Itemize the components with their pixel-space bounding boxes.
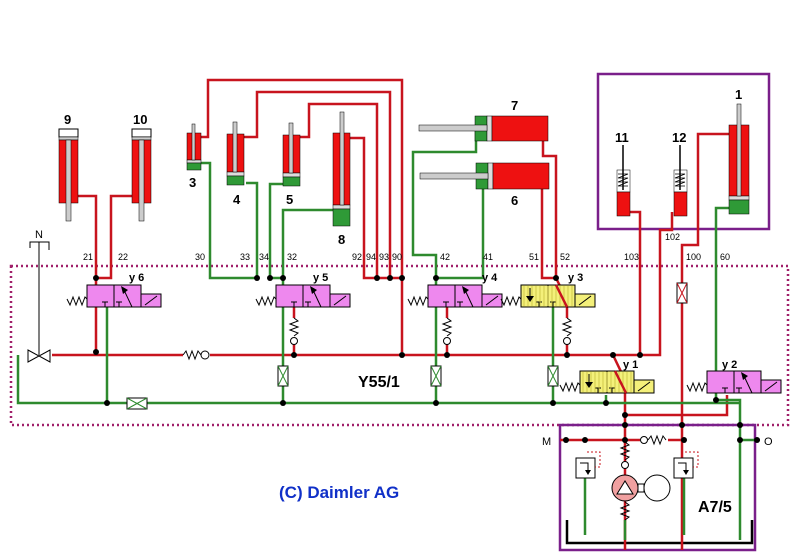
label-cyl-4: 4 (233, 192, 241, 207)
n-line (27, 241, 51, 363)
port-label: 60 (720, 252, 730, 262)
port-label: 100 (686, 252, 701, 262)
valve-y4 (407, 284, 503, 308)
m-label: M (542, 436, 551, 448)
label-cyl-8: 8 (338, 232, 345, 247)
label-cyl-11: 11 (615, 130, 629, 145)
cylinder-5 (282, 122, 301, 187)
label-cyl-10: 10 (133, 112, 147, 127)
cylinder-12 (673, 145, 688, 217)
valve-block-label: Y55/1 (358, 374, 400, 391)
cylinder-4 (226, 121, 245, 186)
port-label: 33 (240, 252, 250, 262)
label-cyl-5: 5 (286, 192, 293, 207)
port-label: 90 (392, 252, 402, 262)
port-label: 41 (483, 252, 493, 262)
spring-checks (288, 317, 573, 345)
filters (126, 282, 688, 410)
port-label: 92 (352, 252, 362, 262)
valve-y2 (686, 370, 782, 394)
pump-unit (575, 434, 699, 521)
port-label: 42 (440, 252, 450, 262)
port-label: 32 (287, 252, 297, 262)
tank (565, 520, 754, 545)
cylinder-6 (419, 162, 550, 190)
label-cyl-3: 3 (189, 175, 196, 190)
cylinder-9 (58, 128, 79, 222)
valve-label-y5: y 5 (313, 272, 328, 284)
port-label: 30 (195, 252, 205, 262)
port-labels: 21 22 30 33 34 32 92 94 93 90 42 41 51 5… (83, 232, 730, 262)
cylinder-11 (616, 145, 631, 217)
return-lines (16, 130, 760, 540)
label-cyl-9: 9 (64, 112, 71, 127)
solenoid-valves (66, 284, 782, 394)
check-valve (182, 349, 210, 361)
port-label: 34 (259, 252, 269, 262)
port-label: 22 (118, 252, 128, 262)
pump-unit-frame (558, 423, 757, 552)
valve-y5 (255, 284, 351, 308)
cylinder-1 (728, 103, 750, 215)
valve-block-border (9, 264, 790, 427)
top-right-frame (596, 72, 771, 231)
valve-y3 (500, 284, 596, 308)
cylinder-10 (131, 128, 152, 222)
valve-label-y1: y 1 (623, 359, 638, 371)
valve-label-y2: y 2 (722, 359, 737, 371)
port-label: 103 (624, 252, 639, 262)
label-cyl-12: 12 (672, 130, 686, 145)
label-cyl-1: 1 (735, 87, 742, 102)
label-cyl-7: 7 (511, 98, 518, 113)
port-label: 102 (665, 232, 680, 242)
junction-dots (93, 275, 760, 443)
o-label: O (764, 436, 773, 448)
port-label: 52 (560, 252, 570, 262)
valve-label-y6: y 6 (129, 272, 144, 284)
valve-label-y4: y 4 (482, 272, 498, 284)
valve-y1 (559, 370, 655, 394)
cylinder-8 (332, 111, 351, 227)
n-label: N (35, 229, 43, 241)
port-label: 93 (379, 252, 389, 262)
copyright-text: (C) Daimler AG (279, 483, 399, 502)
cylinder-labels: 9 10 3 4 5 8 7 6 11 12 1 (64, 87, 742, 247)
port-label: 21 (83, 252, 93, 262)
port-label: 51 (529, 252, 539, 262)
label-cyl-6: 6 (511, 193, 518, 208)
valve-label-y3: y 3 (568, 272, 583, 284)
cylinder-3 (186, 123, 202, 171)
pump-unit-label: A7/5 (698, 499, 732, 516)
valve-y6 (66, 284, 162, 308)
port-label: 94 (366, 252, 376, 262)
cylinder-7 (418, 115, 549, 142)
